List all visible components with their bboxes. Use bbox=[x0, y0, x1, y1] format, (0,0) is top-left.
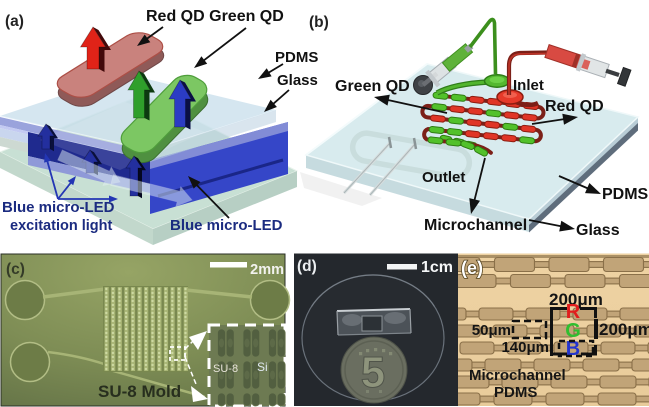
svg-text:Blue micro-LED: Blue micro-LED bbox=[170, 217, 283, 234]
svg-text:Red QD Green QD: Red QD Green QD bbox=[146, 8, 284, 25]
svg-text:SU-8 Mold: SU-8 Mold bbox=[98, 382, 181, 401]
svg-text:Glass: Glass bbox=[576, 222, 620, 239]
svg-text:50μm: 50μm bbox=[472, 322, 511, 339]
svg-text:excitation light: excitation light bbox=[10, 218, 112, 234]
svg-text:Glass: Glass bbox=[277, 72, 318, 89]
svg-text:Outlet: Outlet bbox=[422, 169, 465, 186]
svg-text:Blue micro-LED: Blue micro-LED bbox=[2, 199, 115, 216]
svg-text:(c): (c) bbox=[6, 261, 25, 278]
svg-text:PDMS: PDMS bbox=[602, 186, 649, 203]
svg-text:(a): (a) bbox=[5, 13, 24, 30]
svg-text:PDMS: PDMS bbox=[275, 49, 318, 66]
svg-text:B: B bbox=[566, 338, 580, 360]
svg-text:R: R bbox=[566, 301, 581, 323]
svg-text:G: G bbox=[565, 320, 581, 342]
svg-text:SU-8: SU-8 bbox=[213, 363, 238, 375]
svg-text:PDMS: PDMS bbox=[494, 384, 537, 401]
svg-text:Red QD: Red QD bbox=[545, 98, 604, 115]
svg-text:(b): (b) bbox=[309, 14, 329, 31]
svg-text:(e): (e) bbox=[461, 258, 483, 278]
svg-text:140μm: 140μm bbox=[501, 339, 549, 356]
svg-text:Si: Si bbox=[257, 360, 268, 374]
svg-text:200μm: 200μm bbox=[599, 320, 649, 339]
svg-text:Microchannel: Microchannel bbox=[469, 367, 566, 384]
svg-text:1cm: 1cm bbox=[421, 259, 453, 276]
svg-text:2mm: 2mm bbox=[250, 262, 284, 278]
svg-text:5: 5 bbox=[361, 348, 385, 397]
svg-text:Microchannel: Microchannel bbox=[424, 217, 527, 234]
svg-text:Inlet: Inlet bbox=[513, 77, 544, 94]
svg-text:Green QD: Green QD bbox=[335, 78, 410, 95]
svg-text:200μm: 200μm bbox=[549, 290, 603, 309]
svg-text:(d): (d) bbox=[297, 258, 317, 275]
